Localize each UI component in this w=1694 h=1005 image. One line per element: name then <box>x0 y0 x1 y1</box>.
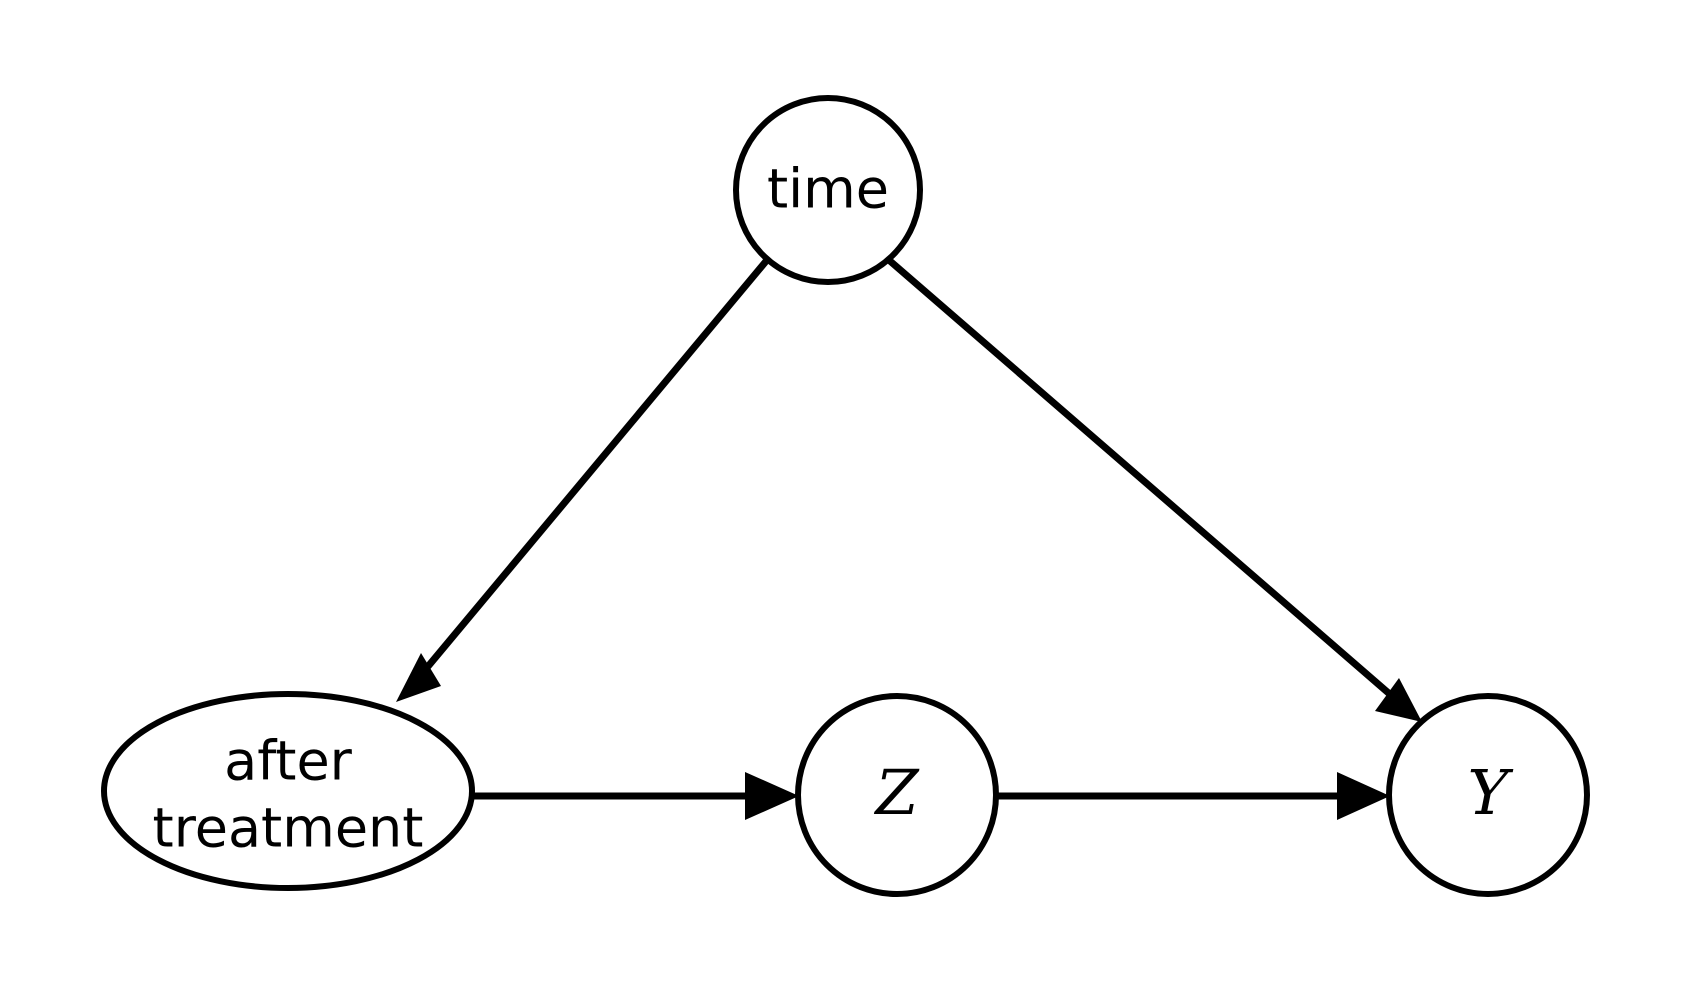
node-Y[interactable]: Y <box>1386 693 1590 897</box>
node-time-label: time <box>767 158 889 221</box>
edge-time-to-Y <box>887 258 1422 722</box>
node-Z[interactable]: Z <box>795 693 999 897</box>
arrow-head-Z-Y <box>1337 772 1390 820</box>
node-Z-circle[interactable] <box>795 693 999 897</box>
arrow-head-after-treatment-Z <box>745 772 799 820</box>
node-Y-label: Y <box>1468 756 1514 829</box>
node-Y-circle[interactable] <box>1386 693 1590 897</box>
edge-Z-to-Y <box>995 772 1390 820</box>
node-after-treatment-ellipse[interactable] <box>101 691 475 891</box>
node-after-treatment-label-line1: after <box>224 730 353 793</box>
node-time[interactable]: time <box>733 95 923 285</box>
node-time-circle[interactable] <box>733 95 923 285</box>
edge-time-to-after-treatment <box>396 257 770 702</box>
edge-line-time-after-treatment <box>407 257 770 691</box>
node-Z-label: Z <box>873 756 919 829</box>
edge-after-treatment-to-Z <box>470 772 799 820</box>
arrow-head-time-after-treatment <box>396 653 441 702</box>
node-after-treatment-label-line2: treatment <box>153 797 424 860</box>
arrow-head-time-Y <box>1375 678 1422 722</box>
node-after-treatment[interactable]: after treatment <box>101 691 475 891</box>
edge-line-time-Y <box>887 258 1410 712</box>
